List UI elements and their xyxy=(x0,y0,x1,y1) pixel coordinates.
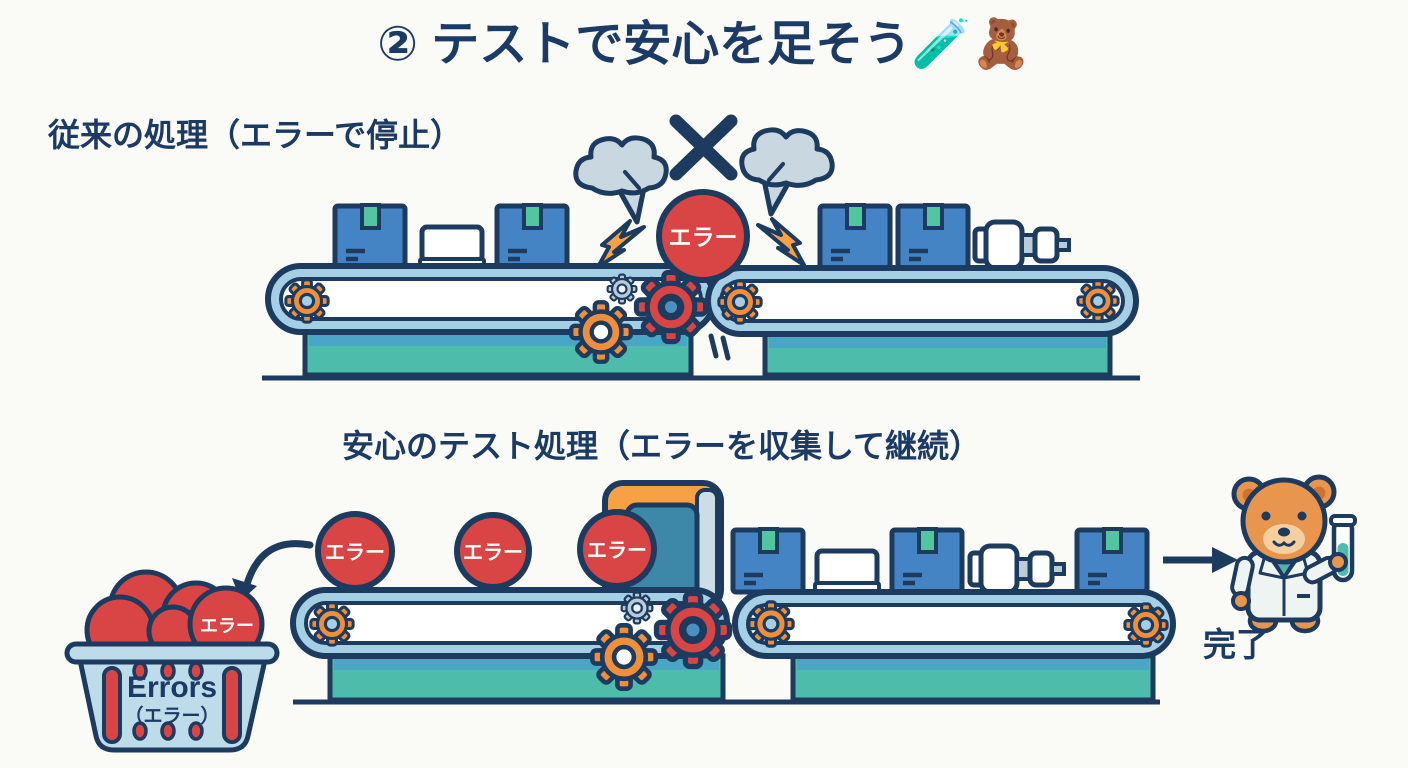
gear-icon xyxy=(592,625,655,688)
gear-icon xyxy=(747,600,795,648)
break-marks xyxy=(708,333,731,361)
error-ball: エラー xyxy=(454,512,532,590)
arrow-right-icon xyxy=(1163,547,1238,573)
spark-icon xyxy=(596,219,646,269)
package-box xyxy=(898,205,968,268)
package-box xyxy=(820,205,890,268)
package-box xyxy=(335,205,405,268)
gear-icon xyxy=(309,601,355,647)
gear-icon xyxy=(1123,602,1169,648)
svg-text:エラー: エラー xyxy=(463,542,523,564)
basket-holes xyxy=(132,661,204,741)
conveyor-base-left xyxy=(327,653,726,703)
motor-part xyxy=(970,546,1064,592)
x-mark-icon xyxy=(669,114,738,181)
gear-icon xyxy=(717,279,763,325)
error-ball: エラー xyxy=(315,511,395,591)
error-ball-label: エラー xyxy=(669,224,738,250)
before-section-label: 従来の処理（エラーで停止） xyxy=(47,117,462,153)
teddy-bear-scientist xyxy=(1230,474,1357,634)
conveyor-belt-right xyxy=(705,265,1139,337)
error-basket: エラー Errors （エラー） xyxy=(64,569,280,753)
page-title: ② テストで安心を足そう🧪🧸 xyxy=(377,16,1031,72)
smoke-puff-icon xyxy=(576,138,666,222)
conveyor-base-right xyxy=(790,653,1156,703)
gear-icon xyxy=(620,591,654,625)
svg-text:エラー: エラー xyxy=(325,542,385,564)
white-package xyxy=(420,227,484,268)
after-section-label: 安心のテスト処理（エラーを収集して継続） xyxy=(342,428,981,464)
conveyor-base-left xyxy=(302,329,694,378)
gear-icon xyxy=(571,302,631,362)
bear-paw xyxy=(1328,552,1348,572)
basket-title: Errors xyxy=(127,671,217,704)
package-box xyxy=(733,529,803,592)
before-section: 従来の処理（エラーで停止） xyxy=(47,114,1140,381)
gear-hub xyxy=(683,620,703,640)
smoke-puff-icon xyxy=(742,130,832,214)
svg-text:エラー: エラー xyxy=(200,616,254,636)
spark-icon xyxy=(756,217,806,267)
gear-icon xyxy=(1076,279,1120,323)
package-box xyxy=(892,529,962,592)
motor-part xyxy=(975,222,1069,268)
after-section: 安心のテスト処理（エラーを収集して継続） xyxy=(64,428,1357,753)
conveyor-belt-right xyxy=(732,589,1176,659)
bear-paw xyxy=(1231,591,1251,611)
error-ball: エラー xyxy=(656,189,750,283)
error-ball: エラー xyxy=(577,509,657,589)
curved-arrow-icon xyxy=(232,540,314,601)
package-box xyxy=(1077,529,1147,592)
gear-icon xyxy=(606,273,638,305)
conveyor-base-right xyxy=(762,331,1113,378)
package-box xyxy=(497,205,567,268)
gear-icon xyxy=(284,278,330,324)
gear-hub xyxy=(662,298,680,316)
basket-subtitle: （エラー） xyxy=(124,704,219,727)
done-label: 完了 xyxy=(1203,626,1269,663)
svg-text:エラー: エラー xyxy=(587,540,647,562)
white-package xyxy=(815,551,879,592)
